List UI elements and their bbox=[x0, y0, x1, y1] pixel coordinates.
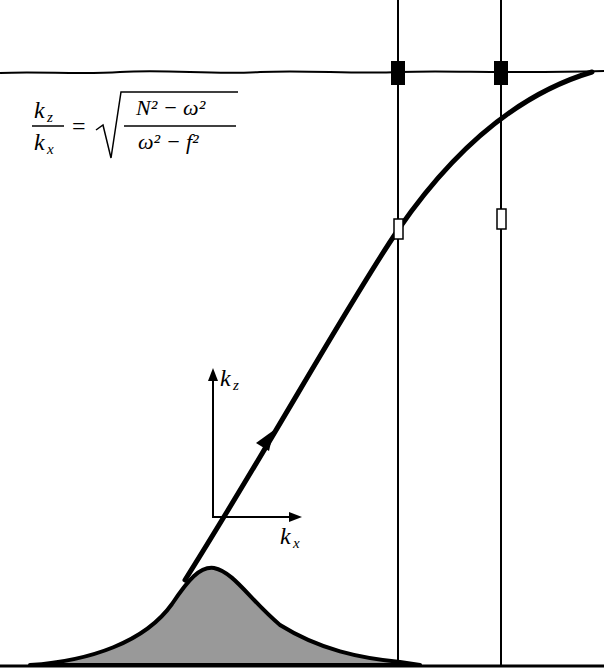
ray-arrowhead bbox=[256, 430, 274, 451]
mooring-line bbox=[500, 0, 502, 666]
mooring-line bbox=[397, 0, 399, 666]
seamount bbox=[30, 568, 420, 665]
kz-axis bbox=[212, 378, 214, 518]
formula-term: ω² − f² bbox=[138, 131, 199, 153]
surface-float bbox=[391, 61, 405, 85]
axis-subscript: x bbox=[293, 536, 300, 551]
fraction-bar bbox=[124, 125, 236, 127]
axis-subscript: z bbox=[233, 378, 239, 393]
axis-label: k bbox=[220, 366, 231, 390]
surface-float bbox=[494, 61, 508, 85]
sea-surface bbox=[0, 71, 604, 73]
instrument bbox=[394, 219, 403, 239]
fraction-bar bbox=[32, 125, 64, 127]
axis-label: k bbox=[280, 524, 291, 548]
ray-path bbox=[185, 72, 592, 580]
formula-subscript: z bbox=[47, 110, 53, 125]
formula-symbol: = bbox=[72, 114, 86, 138]
instrument bbox=[497, 209, 506, 229]
formula-term: N² − ω² bbox=[136, 97, 205, 119]
kx-axis bbox=[213, 516, 292, 518]
formula-symbol: k bbox=[34, 98, 45, 122]
axis-arrowhead bbox=[208, 368, 218, 381]
formula-symbol: k bbox=[34, 130, 45, 154]
axis-arrowhead bbox=[289, 512, 302, 522]
formula-subscript: x bbox=[47, 142, 54, 157]
sea-floor bbox=[0, 665, 604, 668]
sqrt-sign bbox=[96, 92, 238, 158]
